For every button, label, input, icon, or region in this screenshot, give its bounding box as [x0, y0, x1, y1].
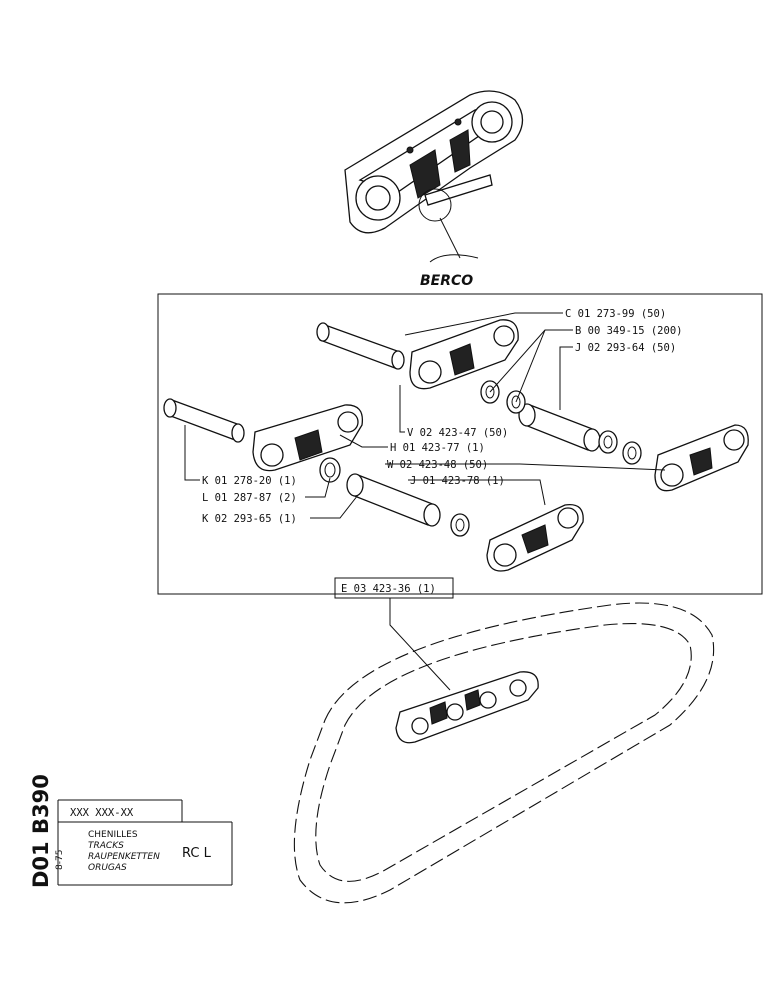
title-de: RAUPENKETTEN: [88, 852, 160, 862]
callout-H: H 01 423-77 (1): [390, 442, 485, 454]
pin-upper: [316, 322, 405, 370]
callout-W: W 02 423-48 (50): [387, 459, 488, 471]
seal-rings: [319, 380, 642, 537]
exploded-view-frame: [157, 293, 763, 595]
berco-logo: BERCO: [420, 254, 479, 289]
track-chain-drawing: [293, 602, 715, 904]
drawing-code: D01 B390: [29, 774, 53, 888]
callout-B: B 00 349-15 (200): [575, 325, 682, 337]
assembly-label: E 03 423-36 (1): [334, 577, 454, 691]
top-link-drawing: [344, 90, 524, 259]
bushing-lower: [346, 473, 441, 527]
leader-lines: [184, 312, 666, 519]
title-fr: CHENILLES: [88, 830, 138, 840]
pin-lower: [163, 398, 245, 443]
callout-K2: K 02 293-65 (1): [202, 513, 297, 525]
callout-J1: J 01 423-78 (1): [410, 475, 505, 487]
callout-K1: K 01 278-20 (1): [202, 475, 297, 487]
drawing-date: 8-75: [55, 850, 65, 870]
title-block: D01 B390 8-75 XXX XXX-XX CHENILLES TRACK…: [29, 774, 233, 888]
callout-labels: C 01 273-99 (50) B 00 349-15 (200) J 02 …: [202, 308, 682, 525]
berco-logo-text: BERCO: [420, 273, 473, 289]
callout-V: V 02 423-47 (50): [407, 427, 508, 439]
link-right: [654, 424, 749, 492]
title-es: ORUGAS: [88, 863, 127, 873]
link-lower: [486, 503, 584, 572]
link-middle: [252, 404, 364, 472]
callout-J2: J 02 293-64 (50): [575, 342, 676, 354]
callout-C: C 01 273-99 (50): [565, 308, 666, 320]
assembly-label-text: E 03 423-36 (1): [341, 583, 436, 595]
title-en: TRACKS: [88, 841, 124, 851]
part-number: XXX XXX-XX: [70, 807, 134, 819]
bushing-right: [518, 403, 601, 452]
model-name: RC L: [182, 846, 212, 861]
link-upper: [409, 319, 519, 390]
callout-L: L 01 287-87 (2): [202, 492, 297, 504]
